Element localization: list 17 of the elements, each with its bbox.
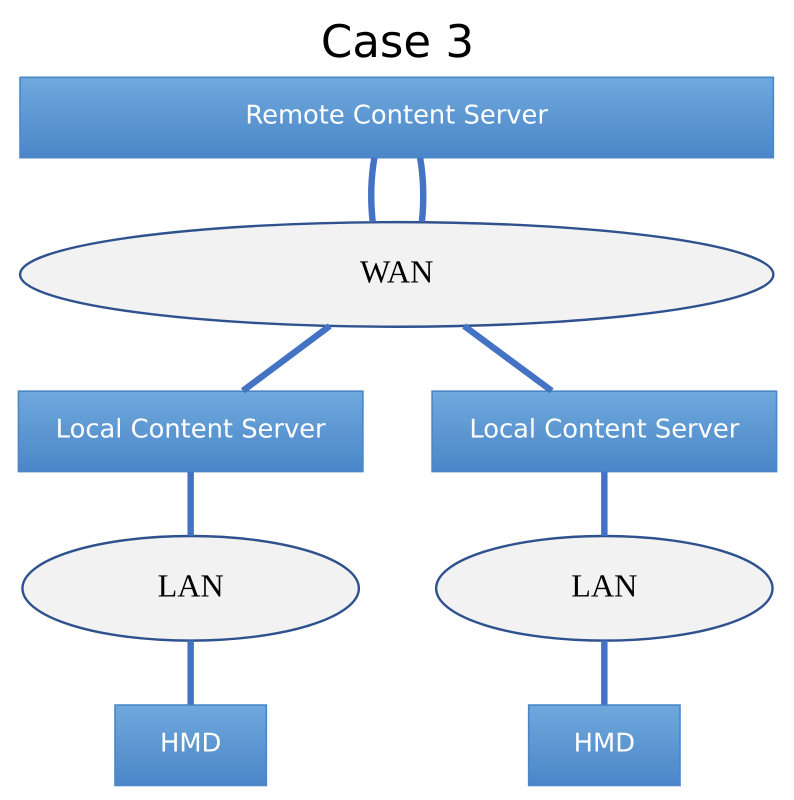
connector — [462, 323, 554, 394]
node-box: Local Content Server — [17, 390, 364, 472]
node-ellipse: WAN — [18, 220, 774, 328]
node-ellipse: LAN — [20, 534, 360, 642]
connector — [600, 472, 608, 536]
connector — [186, 472, 194, 536]
node-box: Local Content Server — [430, 390, 777, 472]
connector — [186, 640, 194, 705]
connector — [368, 157, 378, 222]
node-ellipse: LAN — [434, 534, 774, 642]
connector — [240, 323, 332, 394]
connector — [600, 640, 608, 705]
node-box: HMD — [527, 704, 680, 786]
node-box: Remote Content Server — [18, 76, 774, 159]
connector — [416, 157, 426, 222]
diagram-title: Case 3 — [320, 14, 474, 68]
node-box: HMD — [114, 704, 267, 786]
